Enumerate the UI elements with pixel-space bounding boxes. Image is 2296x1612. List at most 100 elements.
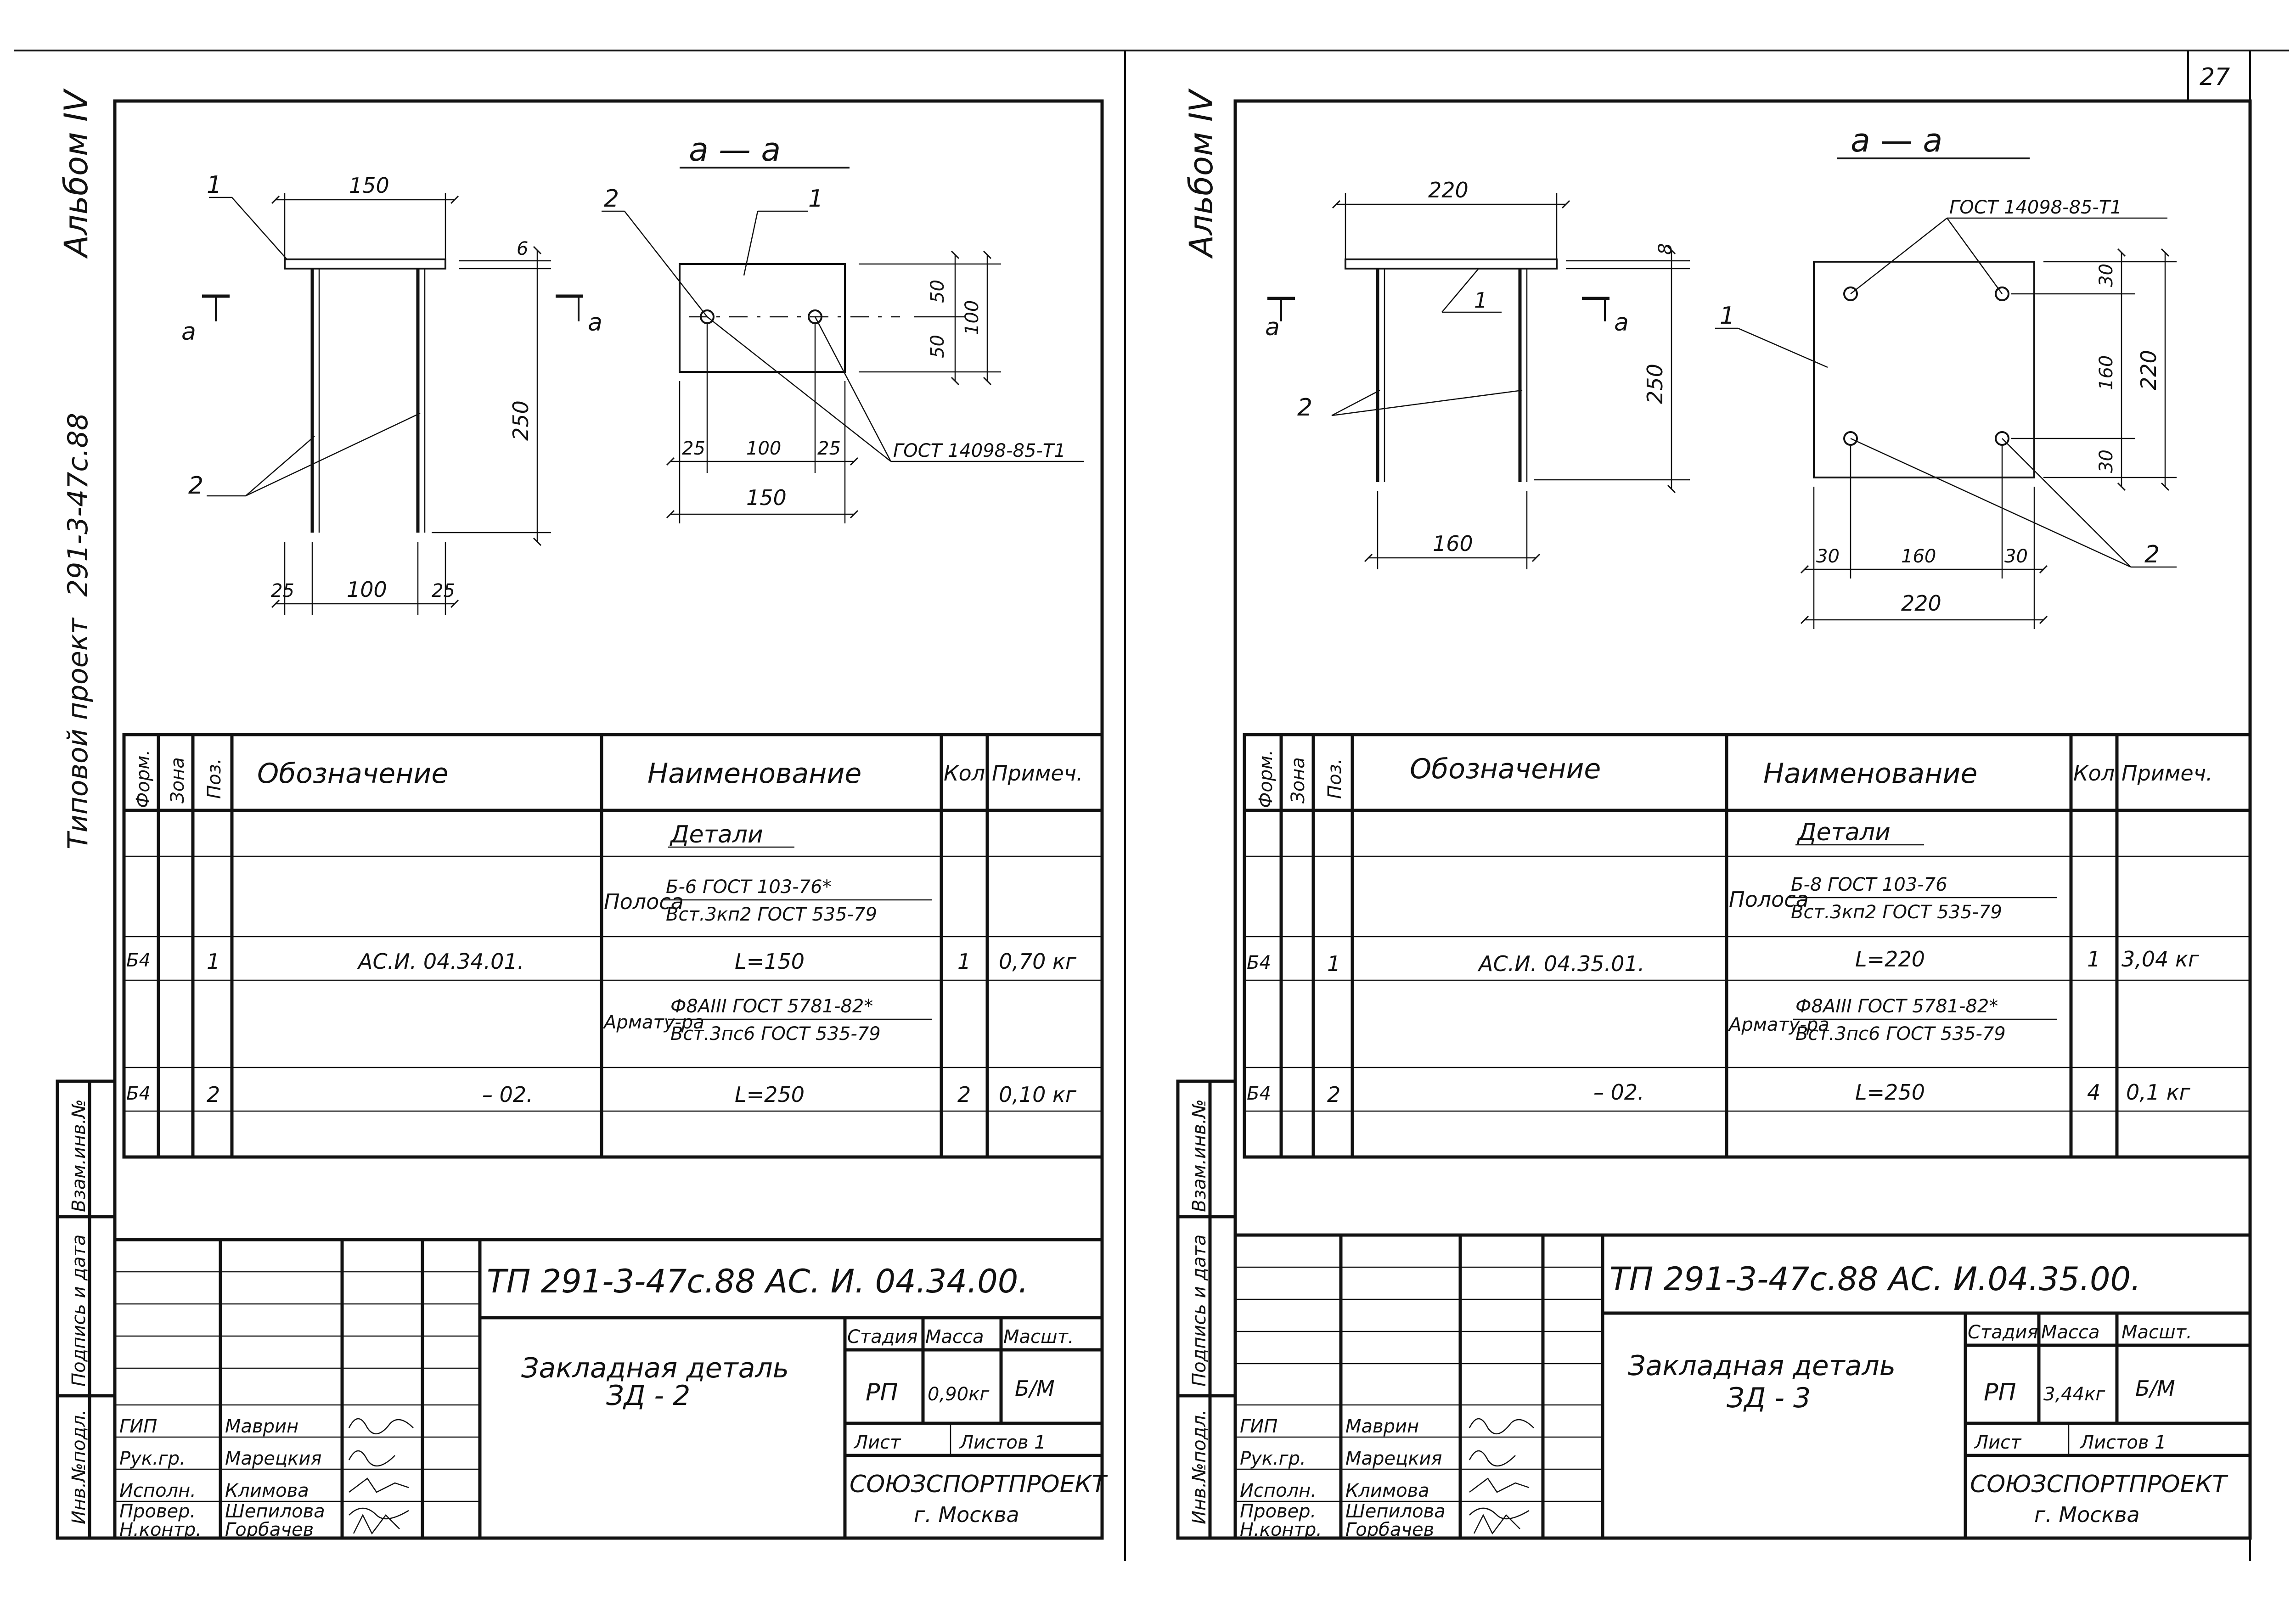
sec-w-edge-right: 30 [2004,546,2028,567]
mat1-top-right: Б-8 ГОСТ 103-76 [1791,874,1947,895]
side-col-replace-right: Взам.инв.№ [1189,1099,1210,1212]
plate-section-right [1813,261,2035,478]
signature-2-right [1469,1450,1516,1467]
mat2-top: Ф8АIII ГОСТ 5781-82* [670,996,873,1017]
dim-plate-width-right: 220 [1428,178,1469,202]
plate-elevation [284,258,446,270]
role-2-name: Климова [225,1480,309,1501]
sec-dim-edge-right: 25 [817,438,841,459]
mat2-label: Армату-ра [602,1012,704,1033]
stamp-stage-h-right: Стадия [1968,1322,2038,1343]
spec-table-right: Форм. Зона Поз. Обозначение Наименование… [1243,733,2252,1159]
signature-2 [348,1450,395,1467]
hdr-note-right: Примеч. [2122,761,2213,786]
hdr-pos: Поз. [204,758,225,799]
row2-designation-right: – 02. [1593,1080,1644,1105]
role-2-right: Исполн. [1240,1480,1317,1501]
stamp-scale-right: Б/М [2135,1376,2175,1401]
mat1-top: Б-6 ГОСТ 103-76* [666,876,832,898]
stamp-title-1-right: Закладная деталь [1628,1350,1896,1382]
dim-plate-width: 150 [349,173,389,198]
row2-qty: 2 [957,1082,971,1107]
row2-pos-right: 2 [1327,1082,1340,1107]
sec-dim-half-bottom: 50 [927,335,948,358]
side-col-replace: Взам.инв.№ [68,1099,90,1212]
pos-1-label-right: 1 [1474,288,1487,313]
sec-pos-2-right: 2 [2144,541,2160,568]
mat2-top-right: Ф8АIII ГОСТ 5781-82* [1795,996,1998,1017]
row1-form: Б4 [126,950,151,971]
mat2-label-right: Армату-ра [1728,1014,1829,1035]
stamp-org: СОЮЗСПОРТПРОЕКТ [850,1471,1108,1498]
signature-5 [353,1514,400,1535]
dim-plate-thk-right: 8 [1655,243,1676,255]
section-details-right: Детали [1797,819,1891,846]
sec-v-edge-bottom: 30 [2096,449,2117,473]
row2-note-right: 0,1 кг [2126,1080,2191,1105]
stamp-mass-right: 3,44кг [2043,1384,2105,1405]
sec-w-edge-left: 30 [1816,546,1840,567]
stamp-city: г. Москва [914,1502,1019,1527]
sec-pos-2-label: 2 [604,185,619,213]
elevation-view-left: 150 250 6 25 100 25 а а [181,171,602,615]
row2-form: Б4 [126,1083,151,1104]
section-mark-right: а [588,309,602,337]
stamp-city-right: г. Москва [2034,1502,2140,1527]
row1-qty: 1 [957,949,971,974]
row1-qty-right: 1 [2087,947,2100,972]
stamp-sheets-h-right: Листов 1 [2079,1432,2167,1453]
hdr-note: Примеч. [992,761,1083,786]
sec-dim-half-top: 50 [927,280,948,303]
role-2: Исполн. [119,1480,196,1501]
stamp-mass: 0,90кг [928,1384,990,1405]
role-4-name: Горбачев [225,1519,314,1540]
side-project-label: Типовой проект [62,617,94,849]
dim-bottom-mid: 100 [347,577,387,602]
stamp-title-1: Закладная деталь [521,1352,789,1384]
stamp-left: ТП 291-3-47с.88 АС. И. 04.34.00. Закладн… [115,1238,1108,1540]
stamp-title-2: ЗД - 2 [606,1380,690,1412]
stamp-org-right: СОЮЗСПОРТПРОЕКТ [1970,1471,2228,1498]
sec-dim-edge-left: 25 [682,438,705,459]
hdr-form-right: Форм. [1255,750,1277,808]
mat1-bottom-right: Вст.3кп2 ГОСТ 535-79 [1791,902,2002,923]
role-0-name: Маврин [225,1416,298,1437]
role-0: ГИП [119,1416,157,1437]
dim-bottom-edge-right: 25 [432,580,455,601]
sec-pos-1-right: 1 [1720,302,1735,330]
stamp-scale-h: Масшт. [1003,1326,1074,1348]
signature-1 [348,1418,414,1435]
section-mark-right-right: а [1614,309,1629,337]
role-0-name-right: Маврин [1345,1416,1419,1437]
section-details: Детали [670,821,763,848]
row1-pos-right: 1 [1327,951,1340,976]
hdr-name: Наименование [647,758,861,790]
plate-elevation-right [1345,258,1558,270]
row1-designation: АС.И. 04.34.01. [357,949,524,974]
role-3-right: Провер. [1240,1501,1316,1522]
row1-note: 0,70 кг [999,949,1077,974]
mat1-bottom: Вст.3кп2 ГОСТ 535-79 [666,904,877,925]
row2-note: 0,10 кг [999,1082,1077,1107]
stamp-scale-h-right: Масшт. [2122,1322,2192,1343]
dim-bar-length: 250 [508,400,533,441]
hdr-qty: Кол. [944,761,992,786]
role-4-name-right: Горбачев [1345,1519,1434,1540]
spec-table-left: Форм. Зона Поз. Обозначение Наименование… [122,733,1104,1159]
role-4-right: Н.контр. [1240,1519,1322,1540]
hdr-zone: Зона [167,757,188,803]
side-col-inv: Инв.№подл. [68,1409,90,1524]
page-number: 27 [2200,63,2230,91]
mat1-label: Полоса [604,889,684,914]
dim-bar-length-right: 250 [1643,364,1667,404]
side-project-code: 291-3-47с.88 [62,413,94,597]
sec-v-total: 220 [2136,350,2161,390]
stamp-stage-h: Стадия [847,1326,917,1348]
signature-3 [349,1477,409,1493]
stamp-stage-right: РП [1984,1379,2016,1406]
row2-pos: 2 [207,1082,220,1107]
gost-weld-label-right: ГОСТ 14098-85-Т1 [1949,197,2122,218]
role-1-name-right: Марецкия [1345,1448,1442,1469]
role-1-name: Марецкия [225,1448,321,1469]
